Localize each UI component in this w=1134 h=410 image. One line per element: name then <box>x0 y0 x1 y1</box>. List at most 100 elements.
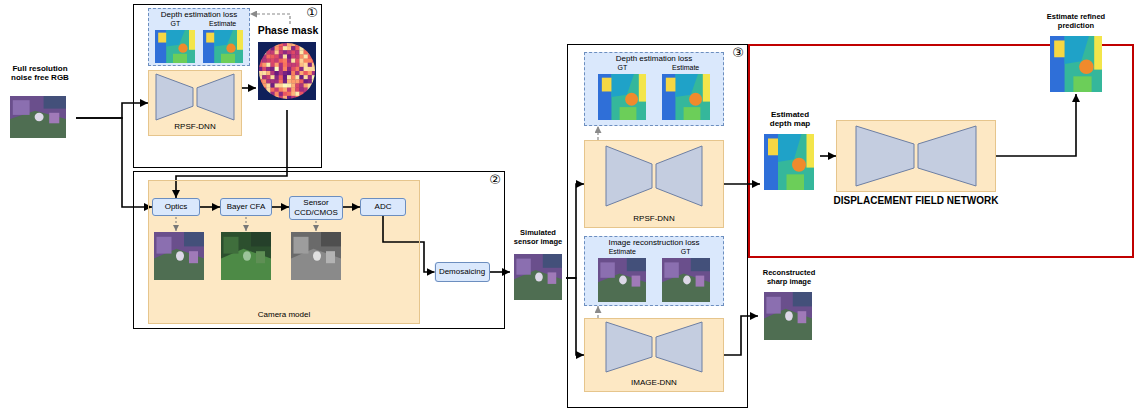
image-region <box>1050 36 1102 92</box>
connector <box>250 14 290 24</box>
mask-cell <box>275 75 279 79</box>
mask-cell <box>270 63 274 67</box>
network-box: RPSF-DNN <box>584 140 724 228</box>
node-label: Phase mask <box>258 24 319 37</box>
mask-cell <box>279 63 283 67</box>
mask-cell <box>266 67 270 71</box>
mask-cell <box>304 96 308 100</box>
mask-cell <box>283 54 287 58</box>
node-label: Estimate <box>660 64 712 72</box>
mask-cell <box>304 42 308 46</box>
scene-image <box>10 96 66 138</box>
connector <box>996 94 1076 156</box>
mask-cell <box>287 96 291 100</box>
depth-image <box>764 134 814 190</box>
connector <box>566 184 584 278</box>
mask-cell <box>262 67 266 71</box>
sensor-image <box>291 232 341 280</box>
image-region <box>173 54 187 63</box>
connector <box>383 216 435 272</box>
mask-cell <box>283 71 287 75</box>
mask-cell <box>304 50 308 54</box>
image-region <box>768 138 778 155</box>
image-region <box>155 30 195 63</box>
image-region <box>662 74 675 120</box>
image-region <box>294 237 309 254</box>
image-region <box>684 107 701 120</box>
image-region <box>764 134 814 190</box>
mask-cell <box>312 79 316 83</box>
mask-cell <box>283 75 287 79</box>
image-region <box>793 292 812 306</box>
mask-cell <box>299 71 303 75</box>
decoder-shape <box>656 322 702 372</box>
callout-number: ① <box>306 5 318 20</box>
image-region <box>176 251 184 261</box>
mask-cell <box>262 54 266 58</box>
mask-cell <box>299 67 303 71</box>
mask-cell <box>291 63 295 67</box>
mask-cell <box>304 67 308 71</box>
image-region <box>662 258 710 302</box>
mask-cell <box>266 79 270 83</box>
network-title: DISPLACEMENT FIELD NETWORK <box>834 195 999 207</box>
mask-cell <box>266 42 270 46</box>
mask-cell <box>262 59 266 63</box>
node-label: Camera model <box>258 310 310 320</box>
connector <box>343 206 360 208</box>
mask-cell <box>304 63 308 67</box>
mask-cell <box>287 67 291 71</box>
mask-cell <box>270 96 274 100</box>
mask-cell <box>308 54 312 58</box>
mask-cell <box>295 42 299 46</box>
mask-cell <box>312 54 316 58</box>
mask-cell <box>291 96 295 100</box>
image-region <box>666 78 676 92</box>
mask-cell <box>312 63 316 67</box>
process-box: Demosaicing <box>435 262 490 282</box>
node-label: Estimate refined prediction <box>1036 12 1116 30</box>
loss-panel: Depth estimation lossGTEstimate <box>584 52 724 126</box>
mask-cell <box>287 59 291 63</box>
mask-cell <box>258 83 262 87</box>
image-region <box>224 237 239 254</box>
mask-cell <box>266 59 270 63</box>
loss-panel: Depth estimation lossGTEstimate <box>148 8 250 66</box>
mask-cell <box>304 59 308 63</box>
connector <box>200 206 220 208</box>
camera-model-panel: Camera modelOpticsBayer CFASensor CCD/CM… <box>148 180 420 324</box>
image-region <box>548 272 557 284</box>
mask-cell <box>287 71 291 75</box>
mask-cell <box>312 50 316 54</box>
mask-cell <box>283 79 287 83</box>
mask-cell <box>304 46 308 50</box>
mask-cell <box>270 88 274 92</box>
network-icon <box>606 146 702 206</box>
mask-cell <box>262 71 266 75</box>
image-region <box>291 232 341 280</box>
mask-cell <box>279 42 283 46</box>
node-label: Estimate <box>202 20 244 28</box>
node-fill <box>152 198 200 216</box>
mask-cell <box>287 83 291 87</box>
connector <box>76 118 152 207</box>
mask-cell <box>258 79 262 83</box>
mask-cell <box>258 67 262 71</box>
node-label: Simulated sensor image <box>510 228 566 246</box>
mask-cell <box>266 83 270 87</box>
image-region <box>256 251 265 263</box>
image-region <box>792 158 806 172</box>
image-region <box>189 30 195 50</box>
highlight-frame <box>749 45 1133 257</box>
connector <box>724 183 760 185</box>
callout-number: ③ <box>732 45 744 60</box>
mask-cell <box>262 88 266 92</box>
depth-image <box>203 30 243 63</box>
image-node: Full resolution noise free RGB <box>4 64 76 140</box>
image-region <box>625 93 638 106</box>
mask-cell <box>308 96 312 100</box>
node-label: Image reconstruction loss <box>608 238 699 248</box>
mask-cell <box>308 59 312 63</box>
mask-cell <box>258 92 262 96</box>
image-region <box>221 54 235 63</box>
